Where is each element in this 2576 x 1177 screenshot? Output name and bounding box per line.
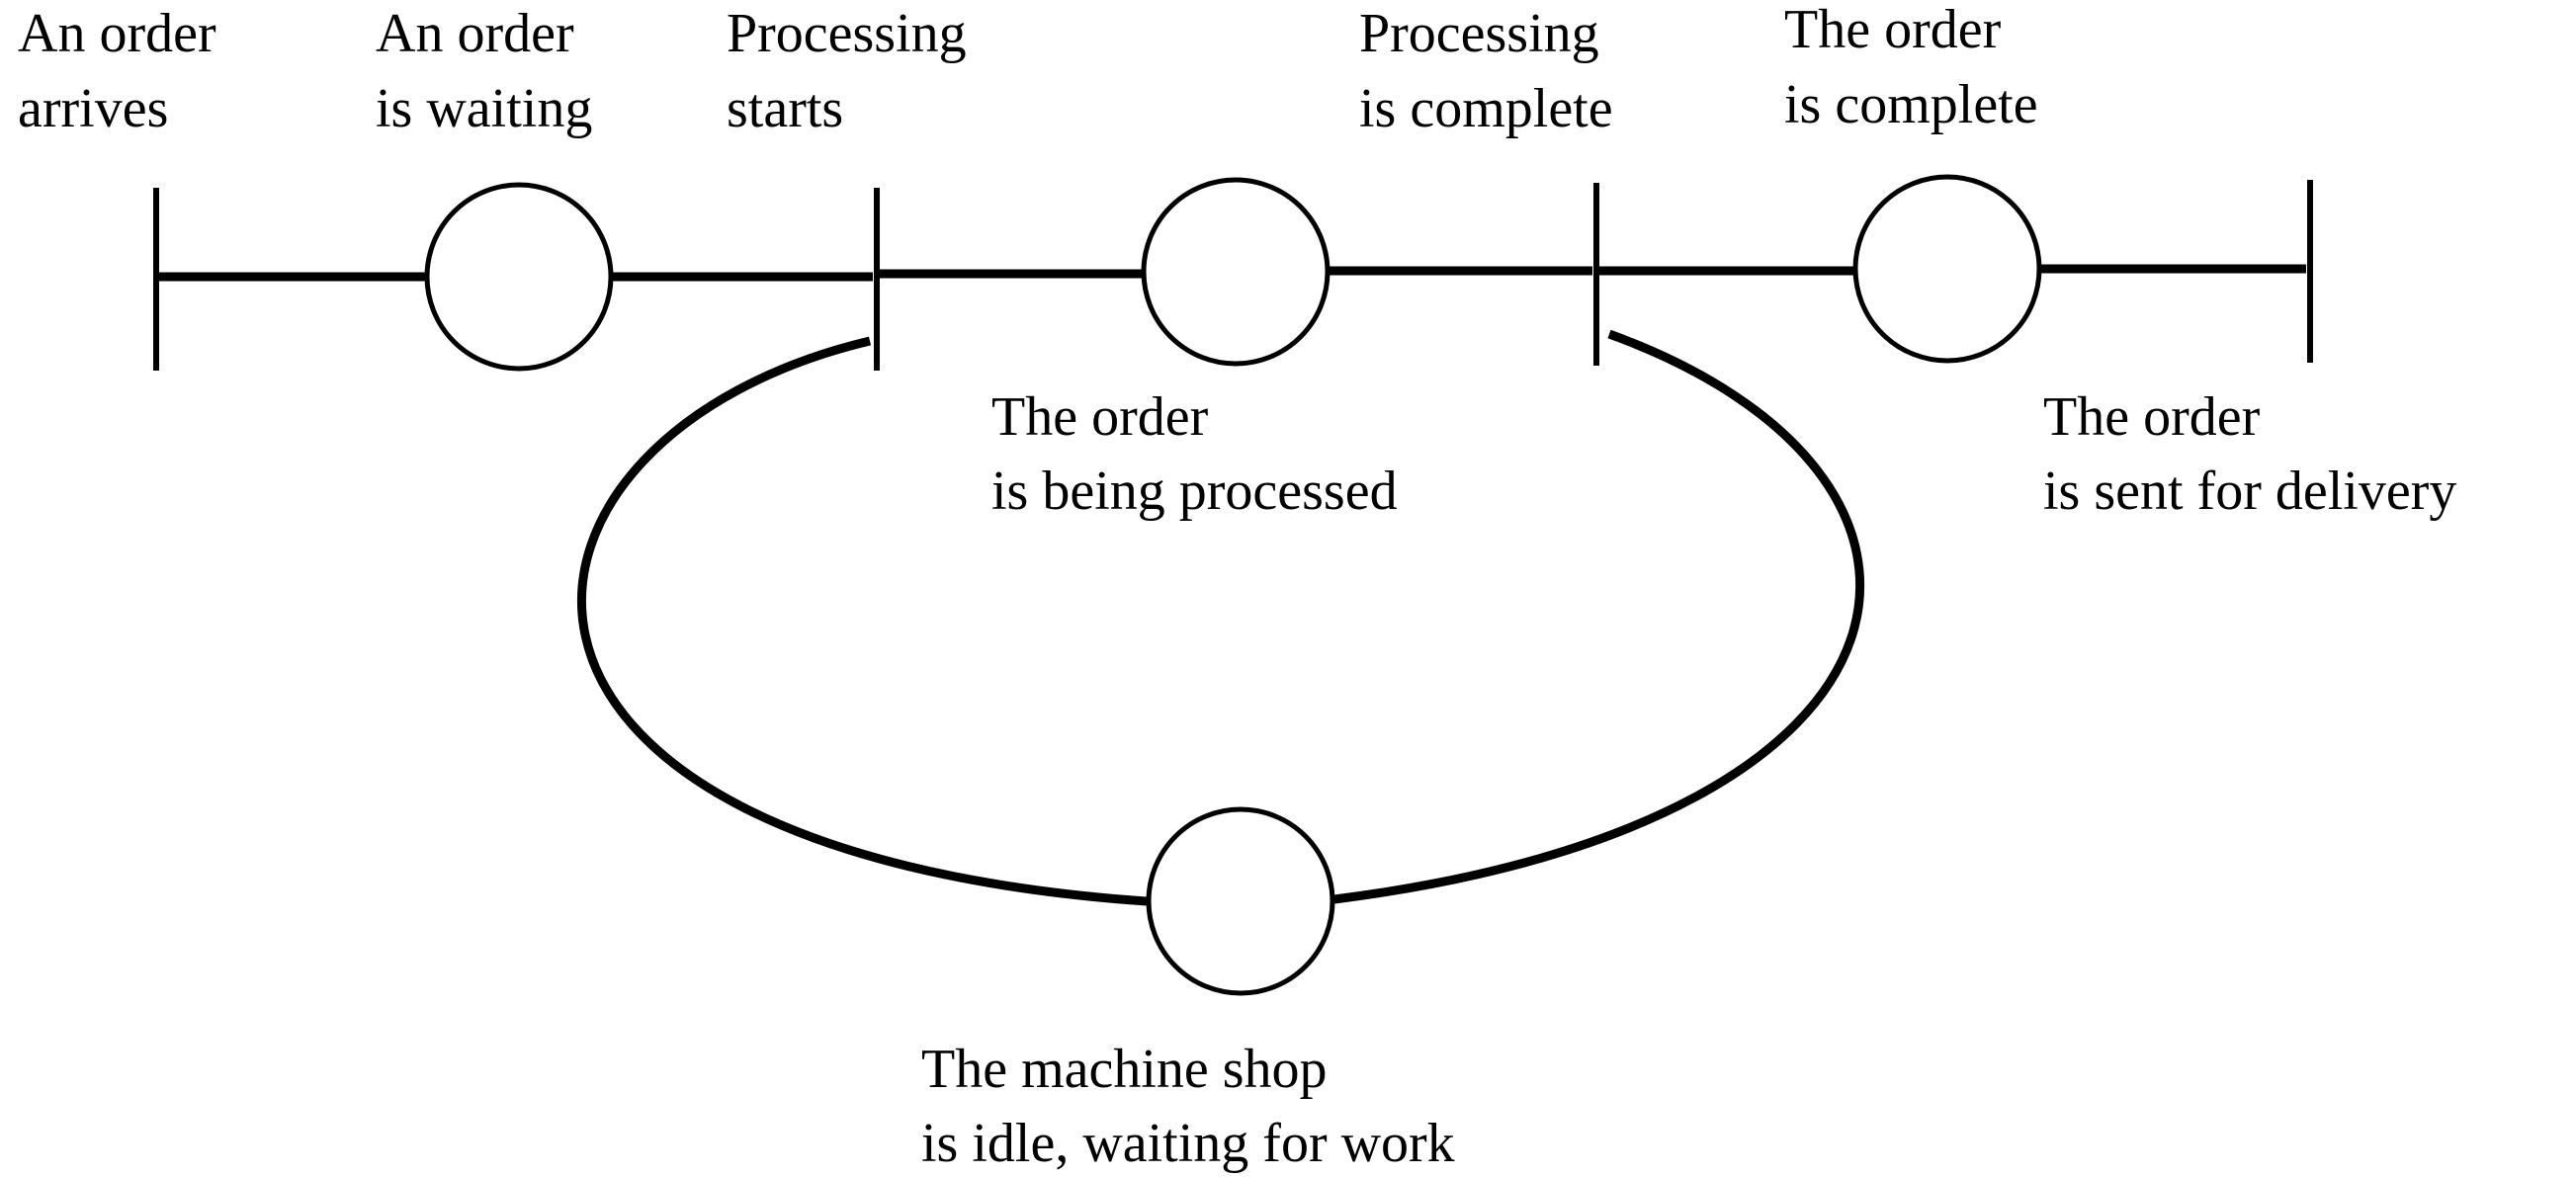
label-machine-idle: The machine shop is idle, waiting for wo… [921, 1039, 1455, 1174]
place-order-waiting [424, 182, 614, 372]
arc-idle-to-start [576, 336, 1148, 906]
label-order-complete: The order is complete [1784, 0, 2038, 135]
place-machine-idle [1146, 806, 1335, 996]
place-being-processed [1141, 177, 1331, 367]
label-processing-complete: Processing is complete [1359, 3, 1613, 139]
label-being-processed: The order is being processed [991, 386, 1398, 522]
place-order-complete [1852, 174, 2042, 364]
label-order-sent: The order is sent for delivery [2043, 386, 2456, 522]
label-processing-starts: Processing starts [727, 3, 981, 139]
label-order-waiting: An order is waiting [376, 3, 592, 139]
label-order-arrives: An order arrives [18, 3, 230, 139]
arc-complete-to-idle [1333, 329, 1865, 904]
